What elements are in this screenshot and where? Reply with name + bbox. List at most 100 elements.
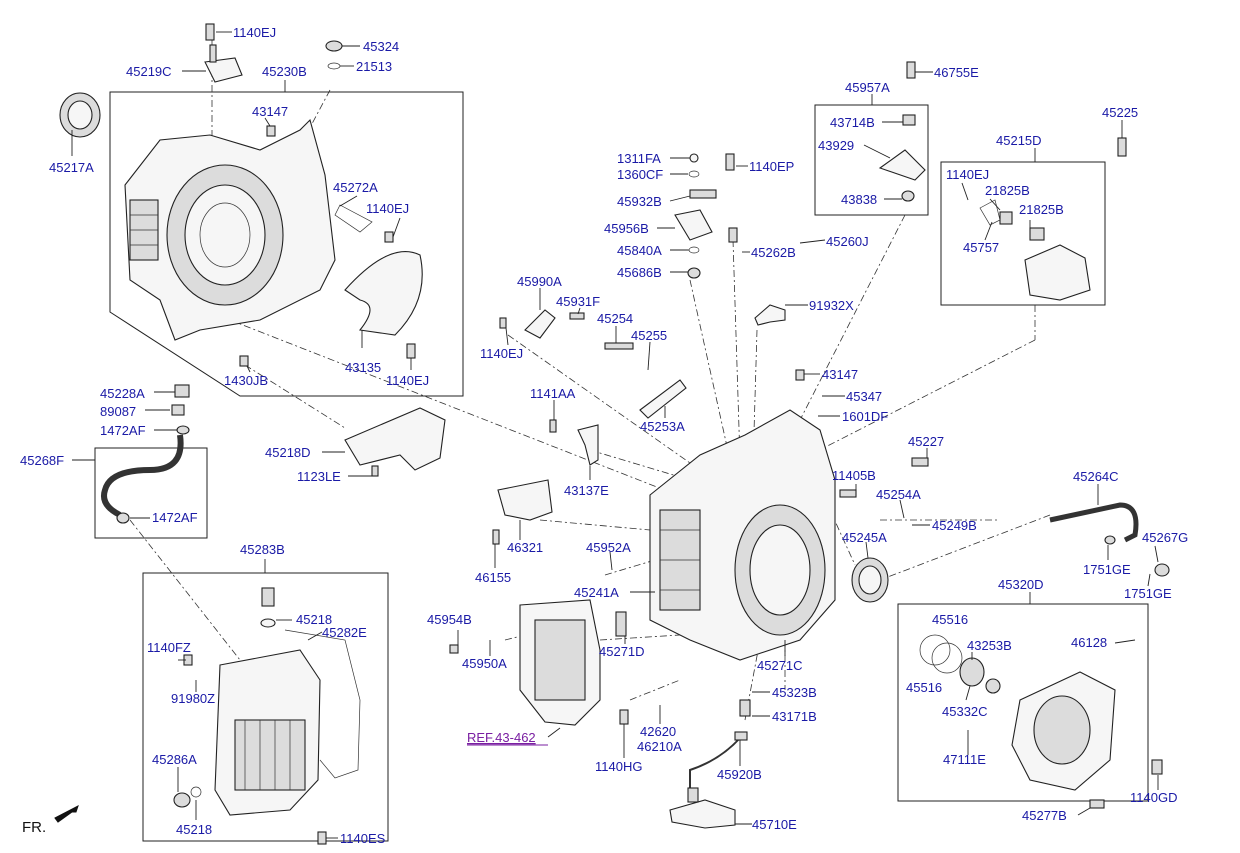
part-label-43929[interactable]: 43929 bbox=[818, 138, 854, 153]
part-label-45217A[interactable]: 45217A bbox=[49, 160, 94, 175]
part-label-45686B[interactable]: 45686B bbox=[617, 265, 662, 280]
part-label-43135[interactable]: 43135 bbox=[345, 360, 381, 375]
part-label-1360CF[interactable]: 1360CF bbox=[617, 167, 663, 182]
part-label-45957A[interactable]: 45957A bbox=[845, 80, 890, 95]
part-label-45516-lower[interactable]: 45516 bbox=[906, 680, 942, 695]
part-label-47111E[interactable]: 47111E bbox=[943, 752, 986, 767]
part-label-45254A[interactable]: 45254A bbox=[876, 487, 921, 502]
part-label-42620[interactable]: 42620 bbox=[640, 724, 676, 739]
bracket-45710E-drawing bbox=[669, 787, 736, 829]
part-label-91980Z[interactable]: 91980Z bbox=[171, 691, 215, 706]
part-label-45254[interactable]: 45254 bbox=[597, 311, 633, 326]
part-label-45249B[interactable]: 45249B bbox=[932, 518, 977, 533]
part-label-1140EJ-housing[interactable]: 1140EJ bbox=[366, 201, 409, 216]
part-label-45954B[interactable]: 45954B bbox=[427, 612, 472, 627]
part-label-21825B-lower[interactable]: 21825B bbox=[1019, 202, 1064, 217]
part-label-45710E[interactable]: 45710E bbox=[752, 817, 797, 832]
part-label-45283B[interactable]: 45283B bbox=[240, 542, 285, 557]
part-label-45320D[interactable]: 45320D bbox=[998, 577, 1044, 592]
part-label-1140GD[interactable]: 1140GD bbox=[1130, 790, 1177, 805]
part-label-1140EJ-top[interactable]: 1140EJ bbox=[233, 25, 276, 40]
part-label-1430JB[interactable]: 1430JB bbox=[224, 373, 268, 388]
part-label-91932X[interactable]: 91932X bbox=[809, 298, 854, 313]
part-label-1140EJ-lever[interactable]: 1140EJ bbox=[480, 346, 523, 361]
hose-group-box bbox=[94, 447, 208, 539]
part-label-45757[interactable]: 45757 bbox=[963, 240, 999, 255]
part-label-43137E[interactable]: 43137E bbox=[564, 483, 609, 498]
part-label-43171B[interactable]: 43171B bbox=[772, 709, 817, 724]
front-direction-indicator: FR. bbox=[22, 804, 79, 836]
part-label-1472AF-upper[interactable]: 1472AF bbox=[100, 423, 146, 438]
part-label-1140EP[interactable]: 1140EP bbox=[749, 159, 794, 174]
part-label-1140ES[interactable]: 1140ES bbox=[340, 831, 386, 846]
part-label-1751GE-left[interactable]: 1751GE bbox=[1083, 562, 1131, 577]
part-label-45230B[interactable]: 45230B bbox=[262, 64, 307, 79]
part-label-46755E[interactable]: 46755E bbox=[934, 65, 979, 80]
part-label-43838[interactable]: 43838 bbox=[841, 192, 877, 207]
part-label-21825B-upper[interactable]: 21825B bbox=[985, 183, 1030, 198]
part-label-1123LE[interactable]: 1123LE bbox=[297, 469, 341, 484]
part-label-45268F[interactable]: 45268F bbox=[20, 453, 64, 468]
part-label-89087[interactable]: 89087 bbox=[100, 404, 136, 419]
part-label-45286A[interactable]: 45286A bbox=[152, 752, 197, 767]
part-label-46155[interactable]: 46155 bbox=[475, 570, 511, 585]
part-label-45324[interactable]: 45324 bbox=[363, 39, 399, 54]
part-label-45332C[interactable]: 45332C bbox=[942, 704, 988, 719]
part-label-1472AF-lower[interactable]: 1472AF bbox=[152, 510, 198, 525]
reference-link-43-462[interactable]: REF.43-462 bbox=[467, 730, 536, 745]
part-label-43253B[interactable]: 43253B bbox=[967, 638, 1012, 653]
part-label-45516-upper[interactable]: 45516 bbox=[932, 612, 968, 627]
part-label-45323B[interactable]: 45323B bbox=[772, 685, 817, 700]
part-label-45950A[interactable]: 45950A bbox=[462, 656, 507, 671]
part-label-45840A[interactable]: 45840A bbox=[617, 243, 662, 258]
part-label-46321[interactable]: 46321 bbox=[507, 540, 543, 555]
part-label-1141AA[interactable]: 1141AA bbox=[530, 386, 576, 401]
part-label-21513[interactable]: 21513 bbox=[356, 59, 392, 74]
part-label-45253A[interactable]: 45253A bbox=[640, 419, 685, 434]
part-label-45932B[interactable]: 45932B bbox=[617, 194, 662, 209]
part-label-45271D[interactable]: 45271D bbox=[599, 644, 645, 659]
part-label-45990A[interactable]: 45990A bbox=[517, 274, 562, 289]
part-label-45952A[interactable]: 45952A bbox=[586, 540, 631, 555]
part-label-11405B[interactable]: 11405B bbox=[832, 468, 876, 483]
part-label-45218D[interactable]: 45218D bbox=[265, 445, 311, 460]
part-label-1751GE-right[interactable]: 1751GE bbox=[1124, 586, 1172, 601]
part-label-1311FA[interactable]: 1311FA bbox=[617, 151, 661, 166]
part-label-45262B[interactable]: 45262B bbox=[751, 245, 796, 260]
part-label-1601DF[interactable]: 1601DF bbox=[842, 409, 888, 424]
part-label-1140EJ-lower[interactable]: 1140EJ bbox=[386, 373, 429, 388]
part-label-43714B[interactable]: 43714B bbox=[830, 115, 875, 130]
part-label-45225[interactable]: 45225 bbox=[1102, 105, 1138, 120]
part-label-45260J[interactable]: 45260J bbox=[826, 234, 869, 249]
part-number-labels: 1140EJ 45219C 45230B 45324 21513 45217A … bbox=[20, 25, 1188, 846]
part-label-45272A[interactable]: 45272A bbox=[333, 180, 378, 195]
part-label-1140FZ[interactable]: 1140FZ bbox=[147, 640, 191, 655]
part-label-45241A[interactable]: 45241A bbox=[574, 585, 619, 600]
part-label-45347[interactable]: 45347 bbox=[846, 389, 882, 404]
part-label-45264C[interactable]: 45264C bbox=[1073, 469, 1119, 484]
part-label-45245A[interactable]: 45245A bbox=[842, 530, 887, 545]
part-label-1140HG[interactable]: 1140HG bbox=[595, 759, 642, 774]
part-label-45282E[interactable]: 45282E bbox=[322, 625, 367, 640]
clutch-housing-drawing bbox=[124, 118, 336, 341]
shift-lever-drawing bbox=[674, 153, 717, 279]
part-label-45218-upper[interactable]: 45218 bbox=[296, 612, 332, 627]
part-label-45277B[interactable]: 45277B bbox=[1022, 808, 1067, 823]
part-label-45920B[interactable]: 45920B bbox=[717, 767, 762, 782]
part-label-46128[interactable]: 46128 bbox=[1071, 635, 1107, 650]
part-label-45227[interactable]: 45227 bbox=[908, 434, 944, 449]
part-label-45219C[interactable]: 45219C bbox=[126, 64, 172, 79]
part-label-45255[interactable]: 45255 bbox=[631, 328, 667, 343]
part-label-43147-case[interactable]: 43147 bbox=[822, 367, 858, 382]
part-label-45271C[interactable]: 45271C bbox=[757, 658, 803, 673]
part-label-45931F[interactable]: 45931F bbox=[556, 294, 600, 309]
part-label-1140EJ-cover[interactable]: 1140EJ bbox=[946, 167, 989, 182]
part-label-45228A[interactable]: 45228A bbox=[100, 386, 145, 401]
part-label-46210A[interactable]: 46210A bbox=[637, 739, 682, 754]
part-label-45956B[interactable]: 45956B bbox=[604, 221, 649, 236]
part-label-45215D[interactable]: 45215D bbox=[996, 133, 1042, 148]
part-label-43147-upper[interactable]: 43147 bbox=[252, 104, 288, 119]
part-label-45218-lower[interactable]: 45218 bbox=[176, 822, 212, 837]
part-label-45267G[interactable]: 45267G bbox=[1142, 530, 1188, 545]
